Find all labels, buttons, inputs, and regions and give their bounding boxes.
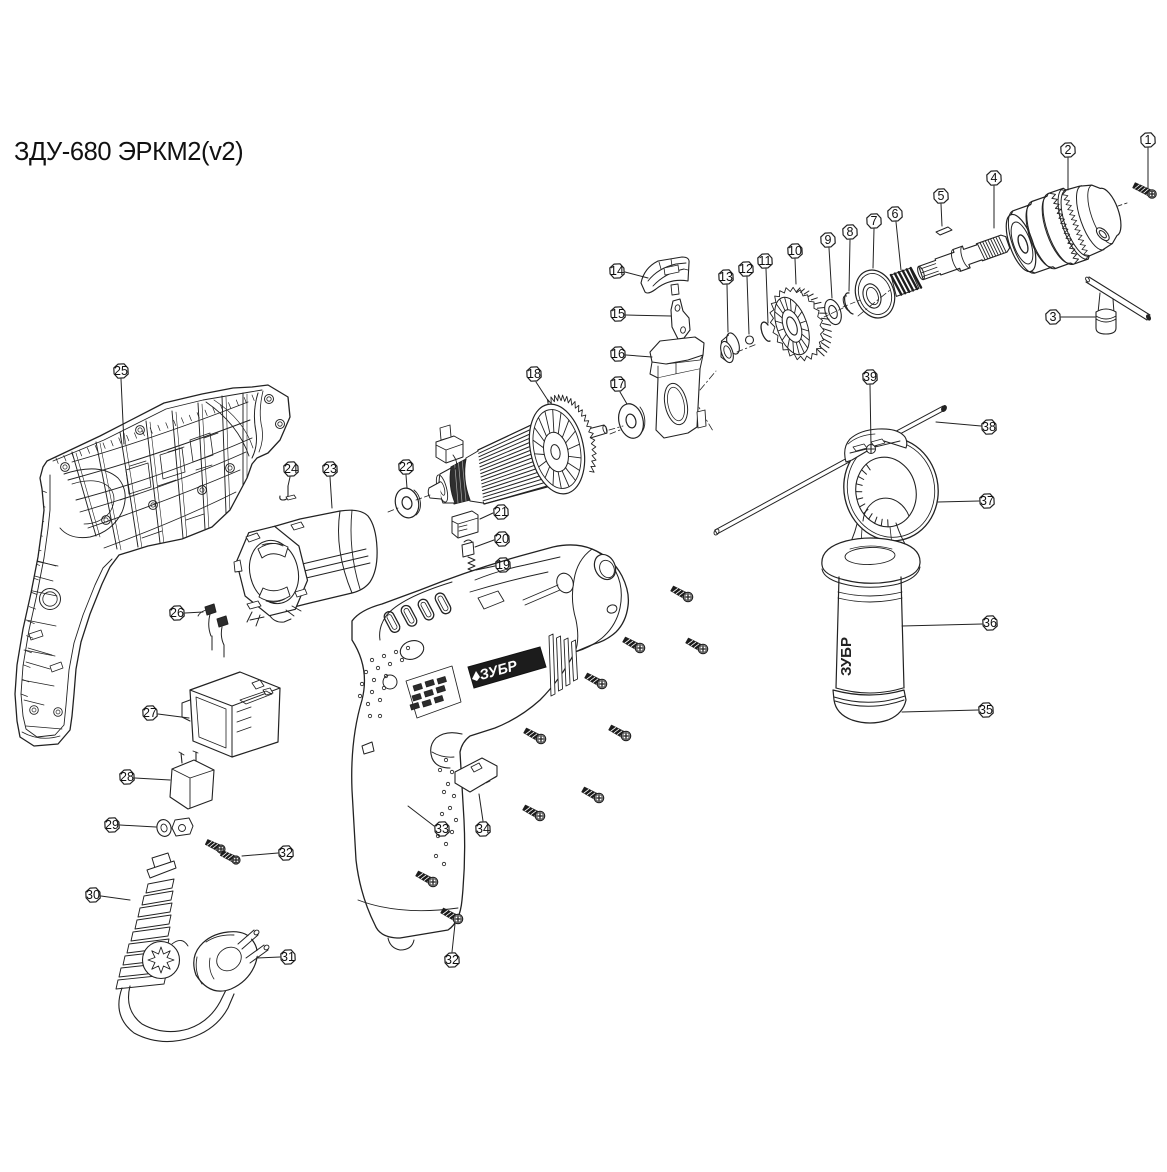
svg-text:6: 6 [892, 207, 899, 221]
svg-text:24: 24 [284, 462, 298, 476]
svg-text:10: 10 [788, 244, 802, 258]
svg-text:33: 33 [435, 822, 449, 836]
svg-text:32: 32 [279, 846, 293, 860]
svg-text:36: 36 [983, 616, 997, 630]
svg-text:ЗУБР: ЗУБР [838, 637, 855, 676]
svg-text:16: 16 [611, 347, 625, 361]
svg-text:30: 30 [86, 888, 100, 902]
svg-text:1: 1 [1145, 133, 1152, 147]
svg-text:27: 27 [143, 706, 157, 720]
svg-text:15: 15 [611, 307, 625, 321]
svg-text:28: 28 [120, 770, 134, 784]
svg-text:13: 13 [719, 270, 733, 284]
svg-text:4: 4 [991, 171, 998, 185]
svg-text:29: 29 [105, 818, 119, 832]
svg-text:25: 25 [114, 364, 128, 378]
svg-text:21: 21 [494, 505, 508, 519]
svg-text:20: 20 [495, 532, 509, 546]
svg-text:7: 7 [871, 214, 878, 228]
svg-text:32: 32 [445, 953, 459, 967]
svg-text:8: 8 [847, 225, 854, 239]
svg-text:2: 2 [1065, 143, 1072, 157]
svg-text:11: 11 [759, 254, 772, 268]
svg-text:17: 17 [611, 377, 625, 391]
svg-text:26: 26 [170, 606, 184, 620]
svg-text:ЗДУ-680 ЭРКМ2(v2): ЗДУ-680 ЭРКМ2(v2) [14, 138, 243, 166]
svg-text:14: 14 [610, 264, 624, 278]
svg-text:18: 18 [527, 367, 541, 381]
svg-text:34: 34 [476, 822, 490, 836]
svg-text:9: 9 [825, 233, 832, 247]
svg-text:35: 35 [979, 703, 993, 717]
svg-text:37: 37 [980, 494, 994, 508]
svg-text:3: 3 [1050, 310, 1057, 324]
svg-text:31: 31 [281, 950, 295, 964]
svg-text:5: 5 [938, 189, 945, 203]
svg-text:22: 22 [399, 460, 413, 474]
svg-text:38: 38 [982, 420, 996, 434]
svg-text:19: 19 [496, 558, 510, 572]
svg-text:39: 39 [863, 370, 877, 384]
svg-text:12: 12 [739, 262, 753, 276]
svg-text:23: 23 [323, 462, 337, 476]
